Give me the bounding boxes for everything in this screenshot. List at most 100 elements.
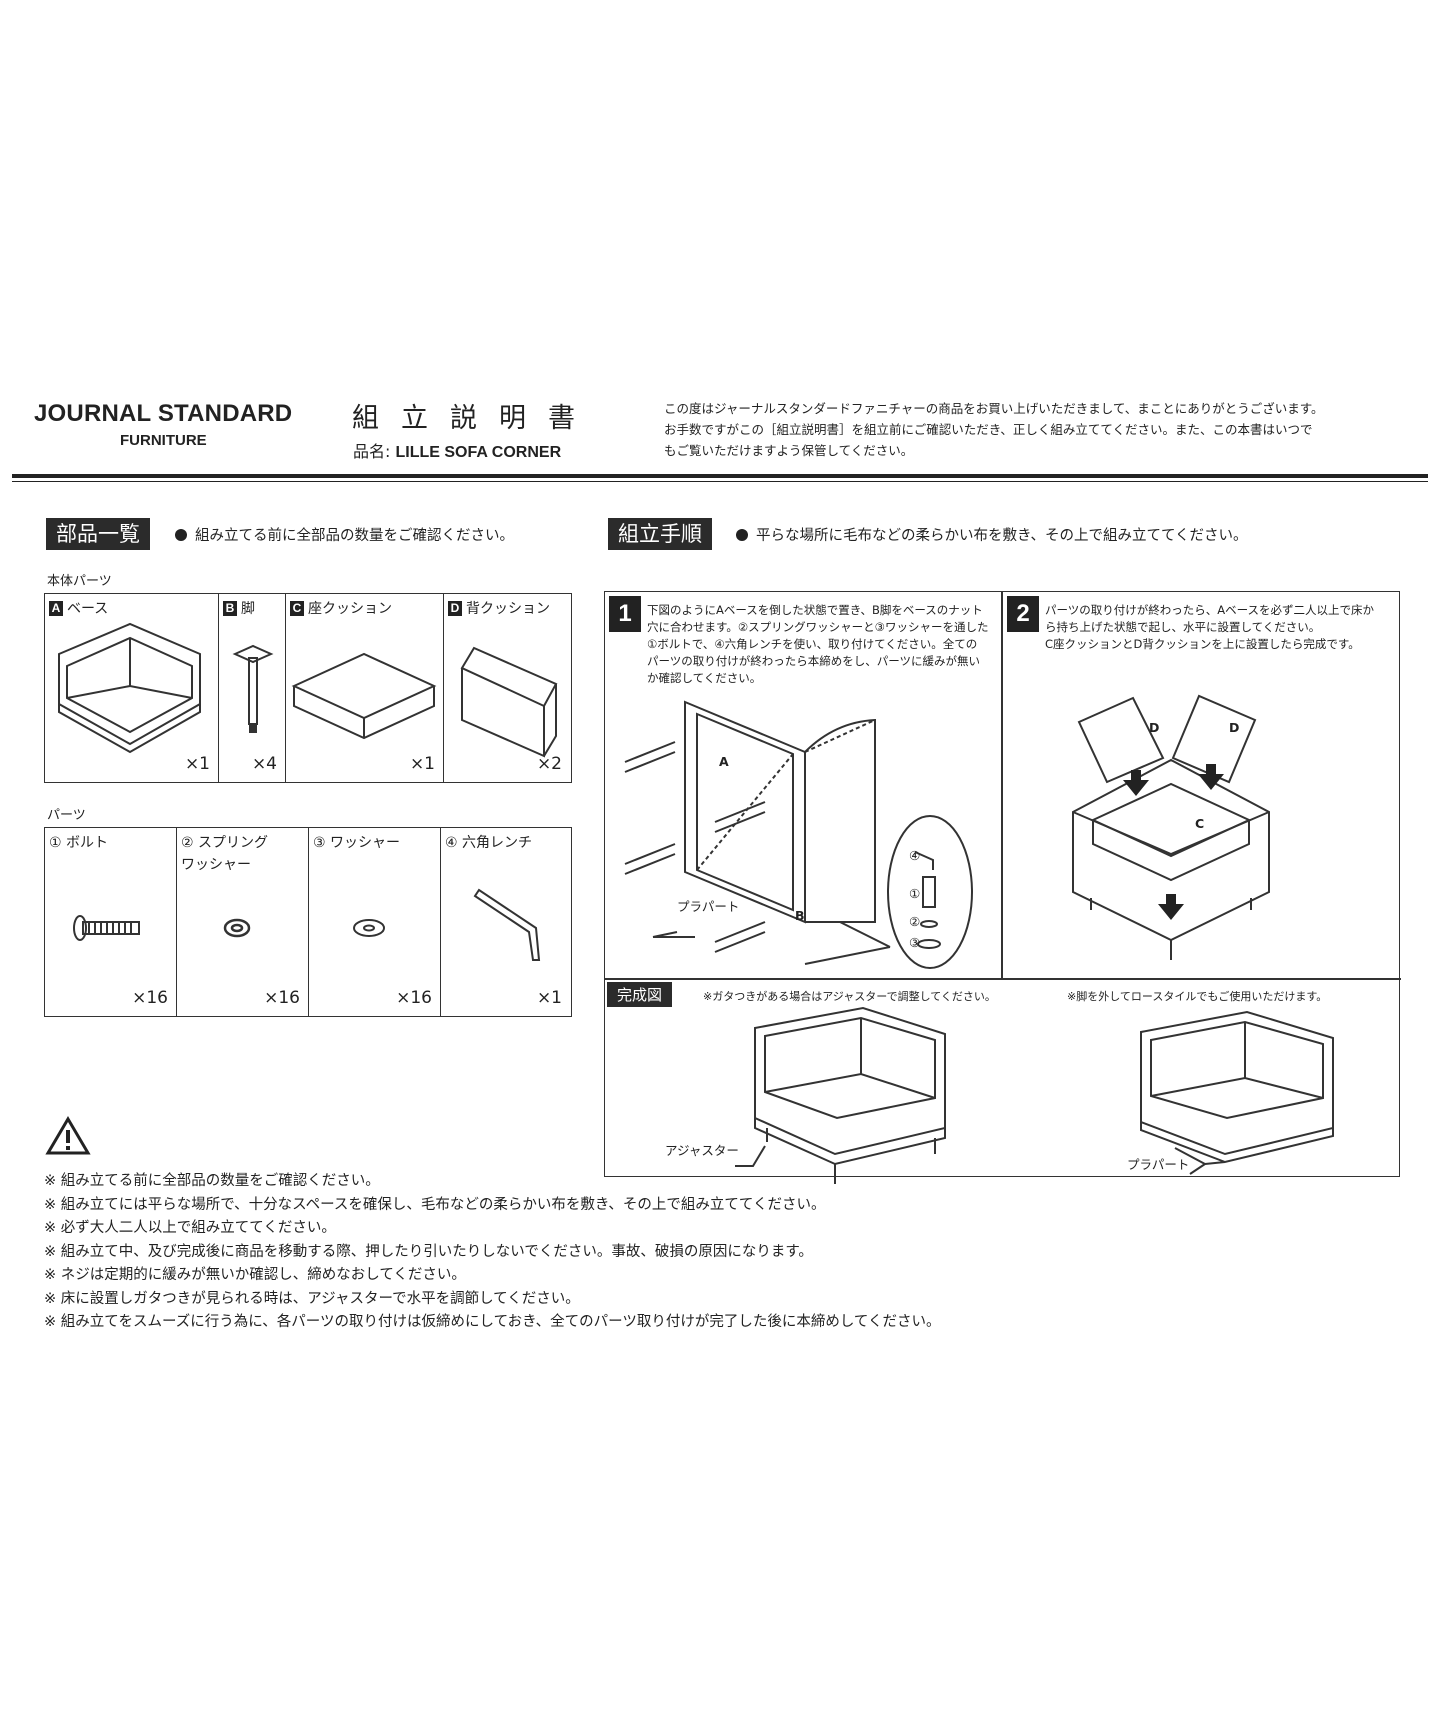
part-quantity: ×16 <box>264 988 300 1008</box>
instruction-line: パーツの取り付けが終わったら本締めをし、パーツに緩みが無い <box>647 654 981 668</box>
part-name: 背クッション <box>466 601 550 617</box>
back-cushion-illustration <box>460 646 558 758</box>
header-divider-thin <box>12 481 1428 482</box>
step-1-diagram <box>624 700 973 969</box>
part-quantity: ×16 <box>396 988 432 1008</box>
brand-subtitle: FURNITURE <box>120 432 207 449</box>
completed-note-right: ※脚を外してロースタイルでもご使用いただけます。 <box>1067 990 1328 1003</box>
step-1-instructions: 下図のようにAベースを倒した状態で置き、B脚をベースのナット 穴に合わせます。②… <box>647 602 997 687</box>
label-adjuster: アジャスター <box>665 1143 739 1158</box>
base-illustration <box>58 622 201 754</box>
part-quantity: ×4 <box>251 754 277 774</box>
instruction-line: ら持ち上げた状態で起し、水平に設置してください。 <box>1045 620 1321 634</box>
part-letter: C <box>290 601 304 616</box>
completed-note-left: ※ガタつきがある場合はアジャスターで調整してください。 <box>703 990 996 1003</box>
step-2-instructions: パーツの取り付けが終わったら、Aベースを必ず二人以上で床か ら持ち上げた状態で起… <box>1045 602 1395 653</box>
warning-item: ※ 必ず大人二人以上で組み立ててください。 <box>44 1220 336 1236</box>
warning-item: ※ ネジは定期的に緩みが無いか確認し、締めなおしてください。 <box>44 1267 466 1283</box>
greeting-line: もご覧いただけますよう保管してください。 <box>664 443 914 458</box>
label-d-left: D <box>1149 720 1160 735</box>
warning-icon <box>45 1116 91 1155</box>
assembly-heading: 組立手順 <box>608 518 712 550</box>
parts-heading: 部品一覧 <box>46 518 150 550</box>
step-2-diagram <box>1072 694 1270 960</box>
instruction-line: C座クッションとD背クッションを上に設置したら完成です。 <box>1045 637 1360 651</box>
part-cell-spring-washer: ② スプリング ワッシャー ×16 <box>177 828 309 1016</box>
part-letter: D <box>448 601 462 616</box>
label-a: A <box>719 754 729 769</box>
label-d-right: D <box>1229 720 1240 735</box>
document-title: 組立説明書 <box>352 403 597 434</box>
hex-wrench-illustration <box>473 888 541 961</box>
part-name: 座クッション <box>308 601 392 617</box>
step-divider <box>1001 592 1003 978</box>
part-cell-base: A ベース ×1 <box>45 594 219 782</box>
seat-cushion-illustration <box>291 652 437 740</box>
label-plastic-part-completed: プラパート <box>1127 1157 1190 1172</box>
warning-list: ※ 組み立てる前に全部品の数量をご確認ください。 ※ 組み立てには平らな場所で、… <box>44 1170 940 1335</box>
body-parts-label: 本体パーツ <box>47 574 112 589</box>
part-quantity: ×1 <box>184 754 210 774</box>
product-line: 品名: LILLE SOFA CORNER <box>353 438 561 462</box>
part-cell-washer: ③ ワッシャー ×16 <box>309 828 441 1016</box>
label-spring-washer-number: ② <box>909 914 921 929</box>
instruction-line: パーツの取り付けが終わったら、Aベースを必ず二人以上で床か <box>1045 603 1375 617</box>
step-number: 1 <box>609 596 641 632</box>
instruction-line: か確認してください。 <box>647 671 762 685</box>
greeting-line: この度はジャーナルスタンダードファニチャーの商品をお買い上げいただきまして、まこ… <box>664 401 1324 416</box>
header-divider-thick <box>12 474 1428 478</box>
part-quantity: ×2 <box>536 754 562 774</box>
bullet-icon <box>736 529 748 541</box>
label-wrench-number: ④ <box>909 848 921 863</box>
warning-item: ※ 床に設置しガタつきが見られる時は、アジャスターで水平を調節してください。 <box>44 1290 580 1307</box>
part-name: ③ ワッシャー <box>313 835 401 851</box>
part-cell-hex-wrench: ④ 六角レンチ ×1 <box>441 828 570 1016</box>
greeting-line: お手数ですがこの［組立説明書］を組立前にご確認いただき、正しく組み立ててください… <box>664 422 1313 437</box>
warning-item: ※ 組み立てる前に全部品の数量をご確認ください。 <box>44 1173 380 1189</box>
bolt-illustration <box>73 915 140 941</box>
hardware-table: ① ボルト ×16 ② スプリング ワッシャー ×16 ③ ワッシャー <box>44 827 572 1017</box>
warning-item: ※ 組み立て中、及び完成後に商品を移動する際、押したり引いたりしないでください。… <box>44 1243 813 1260</box>
assembly-steps-panel: 1 下図のようにAベースを倒した状態で置き、B脚をベースのナット 穴に合わせます… <box>604 591 1401 1184</box>
brand-name: JOURNAL STANDARD <box>34 400 293 427</box>
part-cell-back-cushion: D 背クッション ×2 <box>444 594 570 782</box>
assembly-note-text: 平らな場所に毛布などの柔らかい布を敷き、その上で組み立ててください。 <box>756 528 1248 544</box>
washer-illustration <box>353 919 385 937</box>
part-letter: A <box>49 601 63 616</box>
instruction-line: 穴に合わせます。②スプリングワッシャーと③ワッシャーを通した <box>647 620 989 634</box>
spring-washer-illustration <box>223 918 251 938</box>
product-label: 品名: <box>353 442 391 461</box>
part-name: 脚 <box>241 601 255 617</box>
step-number: 2 <box>1007 596 1039 632</box>
part-name: ② スプリング ワッシャー <box>181 835 269 873</box>
product-name: LILLE SOFA CORNER <box>395 444 562 461</box>
completed-divider <box>605 978 1401 980</box>
part-name: ④ 六角レンチ <box>445 835 533 851</box>
part-cell-seat-cushion: C 座クッション ×1 <box>286 594 444 782</box>
leg-illustration <box>232 644 274 733</box>
warning-item: ※ 組み立てには平らな場所で、十分なスペースを確保し、毛布などの柔らかい布を敷き… <box>44 1196 826 1213</box>
hardware-label: パーツ <box>47 808 86 823</box>
greeting-text: この度はジャーナルスタンダードファニチャーの商品をお買い上げいただきまして、まこ… <box>664 398 1404 461</box>
completed-heading: 完成図 <box>607 982 673 1007</box>
parts-note-text: 組み立てる前に全部品の数量をご確認ください。 <box>195 528 514 544</box>
label-bolt-number: ① <box>909 886 921 901</box>
part-quantity: ×16 <box>132 988 168 1008</box>
part-cell-bolt: ① ボルト ×16 <box>45 828 177 1016</box>
bullet-icon <box>175 529 187 541</box>
part-letter: B <box>223 601 237 616</box>
label-washer-number: ③ <box>909 935 921 950</box>
instruction-line: 下図のようにAベースを倒した状態で置き、B脚をベースのナット <box>647 603 983 617</box>
part-quantity: ×1 <box>409 754 435 774</box>
assembly-note: 平らな場所に毛布などの柔らかい布を敷き、その上で組み立ててください。 <box>736 524 1248 545</box>
label-b: B <box>795 908 805 923</box>
label-plastic-part: プラパート <box>677 899 740 914</box>
warning-item: ※ 組み立てをスムーズに行う為に、各パーツの取り付けは仮締めにしておき、全てのパ… <box>44 1314 941 1330</box>
part-name: ベース <box>67 601 109 617</box>
part-quantity: ×1 <box>536 988 562 1008</box>
completed-illustration <box>735 1006 1334 1184</box>
parts-note: 組み立てる前に全部品の数量をご確認ください。 <box>175 524 514 545</box>
part-name: ① ボルト <box>49 835 109 851</box>
